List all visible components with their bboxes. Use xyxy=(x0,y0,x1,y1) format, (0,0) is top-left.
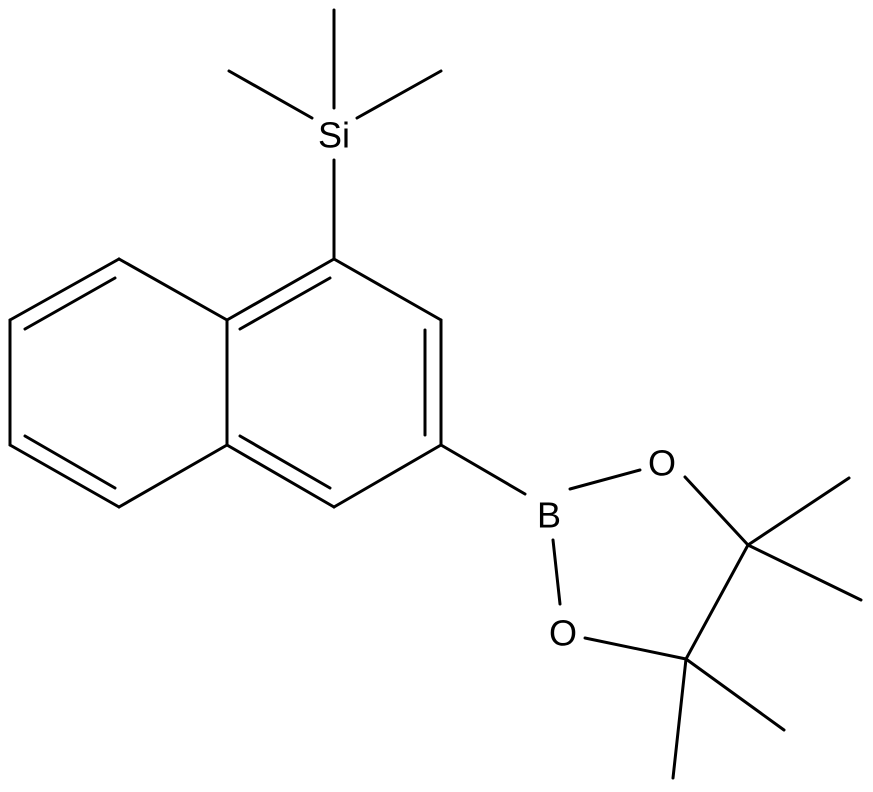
ring-bond-c4-c4a-inner xyxy=(238,434,332,490)
c2-methyl-a-bond xyxy=(684,657,786,732)
b-o2-bond xyxy=(551,538,562,606)
ring-bond-c5-c4a xyxy=(117,443,229,509)
ring-bond-c8-c7-inner xyxy=(23,276,117,331)
ring-bond-c8a-c8 xyxy=(117,257,229,322)
ring-bond-c4-c4a xyxy=(225,443,336,509)
oxygen-atom-label-1: O xyxy=(648,443,676,484)
ring-bond-c6-c5-inner xyxy=(23,434,117,490)
o2-c-bond xyxy=(583,636,688,661)
oxygen-atom-label-2: O xyxy=(549,613,577,654)
trimethylsilyl-group xyxy=(227,8,443,261)
boron-atom-label: B xyxy=(537,495,561,536)
ring-b-bond xyxy=(439,443,527,496)
ring-bond-c1-c2 xyxy=(332,257,443,322)
pinacol-boronate-group xyxy=(439,443,863,780)
silicon-atom-label: Si xyxy=(318,115,350,156)
c-c-bond xyxy=(684,543,750,661)
si-methyl-right-bond xyxy=(355,69,443,120)
naphthalene-left-ring xyxy=(8,257,229,509)
ring-bond-c8-c7 xyxy=(8,257,121,322)
c1-methyl-a-bond xyxy=(746,476,851,547)
ring-bond-c8a-c1-inner xyxy=(238,276,332,331)
ring-bond-c6-c5 xyxy=(8,443,121,509)
ring-bond-c3-c4 xyxy=(332,443,443,509)
c2-methyl-b-bond xyxy=(671,657,688,780)
si-methyl-left-bond xyxy=(227,69,314,120)
c1-methyl-b-bond xyxy=(746,543,863,602)
o1-c-bond xyxy=(683,475,750,547)
b-o1-bond xyxy=(568,468,642,491)
naphthalene-right-ring xyxy=(225,257,443,509)
ring-bond-c8a-c1 xyxy=(225,257,336,322)
